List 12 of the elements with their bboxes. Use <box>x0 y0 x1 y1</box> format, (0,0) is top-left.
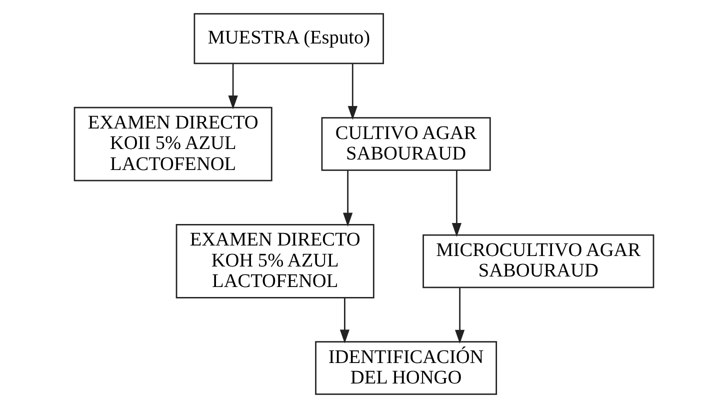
node-box: EXAMEN DIRECTO KOH 5% AZUL LACTOFENOL <box>175 224 374 298</box>
arrow <box>451 170 462 237</box>
arrow <box>454 288 464 344</box>
node-box: IDENTIFICACIÓN DEL HONGO <box>314 341 497 395</box>
node-box: EXAMEN DIRECTO KOII 5% AZUL LACTOFENOL <box>73 106 272 182</box>
node-box: CULTIVO AGAR SABOURAUD <box>320 117 490 171</box>
node-box: MUESTRA (Esputo) <box>193 13 384 64</box>
arrow <box>228 64 238 110</box>
arrow <box>342 170 352 227</box>
node-box: MICROCULTIVO AGAR SABOURAUD <box>422 234 654 288</box>
arrow <box>339 298 350 344</box>
arrow <box>347 64 357 120</box>
